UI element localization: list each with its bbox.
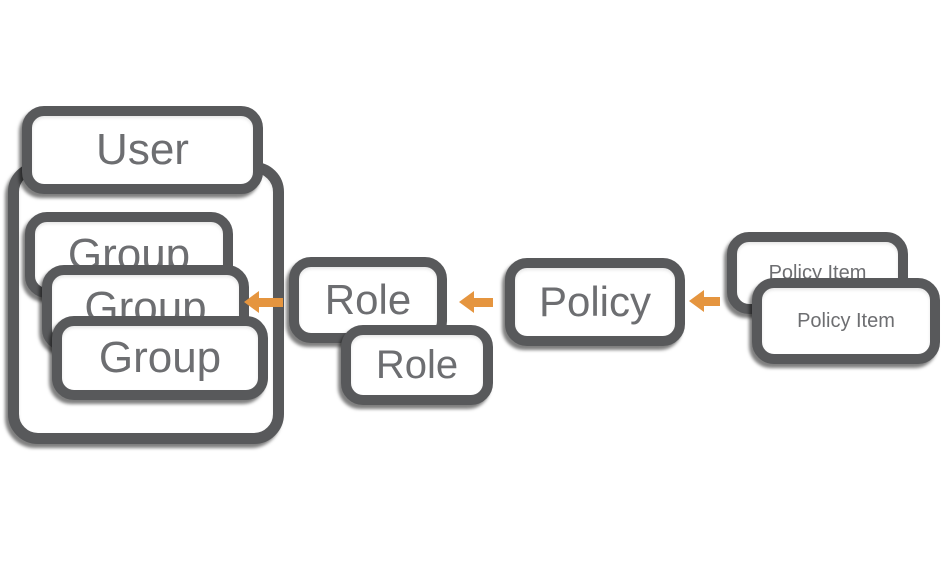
- role-node-1-label: Role: [324, 276, 412, 323]
- user-node-label: User: [96, 125, 189, 174]
- policy-node-label: Policy: [538, 278, 652, 325]
- user-node: User: [22, 106, 263, 194]
- arrow-head: [689, 290, 704, 312]
- arrow-shaft: [704, 296, 720, 306]
- arrow-shaft: [474, 297, 493, 307]
- arrow-head: [459, 291, 474, 313]
- arrow-shaft: [259, 297, 283, 307]
- role-node-2-label: Role: [375, 343, 459, 387]
- policy-item-node-2-label: Policy Item: [797, 310, 895, 332]
- arrow-left-icon: [459, 291, 493, 313]
- policy-item-node-2: Policy Item: [752, 278, 940, 364]
- policy-node: Policy: [505, 258, 685, 346]
- group-node-3: Group: [52, 316, 268, 400]
- group-node-3-label: Group: [98, 333, 222, 382]
- arrow-left-icon: [244, 291, 283, 313]
- arrow-left-icon: [689, 290, 720, 312]
- role-node-2: Role: [341, 325, 493, 405]
- arrow-head: [244, 291, 259, 313]
